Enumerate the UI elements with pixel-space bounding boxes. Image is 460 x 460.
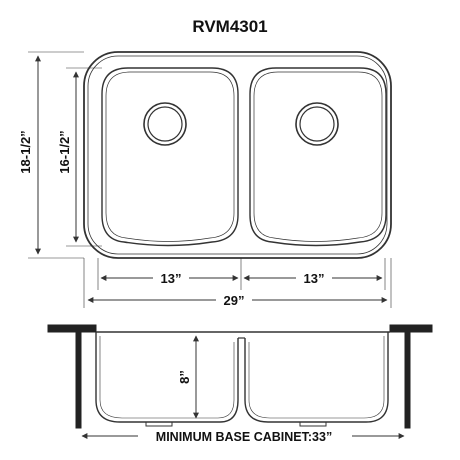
top-view [83,51,392,259]
right-drain-stub [299,421,327,427]
overall-height-label: 18-1/2” [18,130,33,173]
left-drain-stub [145,421,173,427]
left-drain-inner [147,106,183,142]
bowl-height-dimension [66,67,102,247]
sink-outer-rim [83,51,392,259]
right-countertop [389,324,433,333]
depth-label: 8” [177,370,192,384]
sink-inner-rim [87,55,388,255]
left-drain [143,102,187,146]
bowl-height-label: 16-1/2” [57,130,72,173]
left-bowl-width-label: 13” [161,271,182,286]
right-drain-inner [299,106,335,142]
left-countertop [47,324,97,333]
cabinet-width-label: MINIMUM BASE CABINET:33” [156,430,332,444]
overall-height-dimension [28,51,84,259]
overall-width-label: 29” [224,293,245,308]
diagram-title: RVM4301 [192,17,267,36]
side-view [47,324,433,429]
left-bowl-inner [105,71,235,242]
left-bowl-profile [95,332,239,423]
right-bowl-inner [253,71,383,242]
right-drain [295,102,339,146]
right-bowl [249,67,387,247]
right-cabinet-wall [404,331,411,429]
bowl-width-dimensions [97,258,386,290]
right-bowl-profile [244,332,389,423]
left-cabinet-wall [75,331,82,429]
left-bowl [101,67,239,247]
right-bowl-width-label: 13” [304,271,325,286]
